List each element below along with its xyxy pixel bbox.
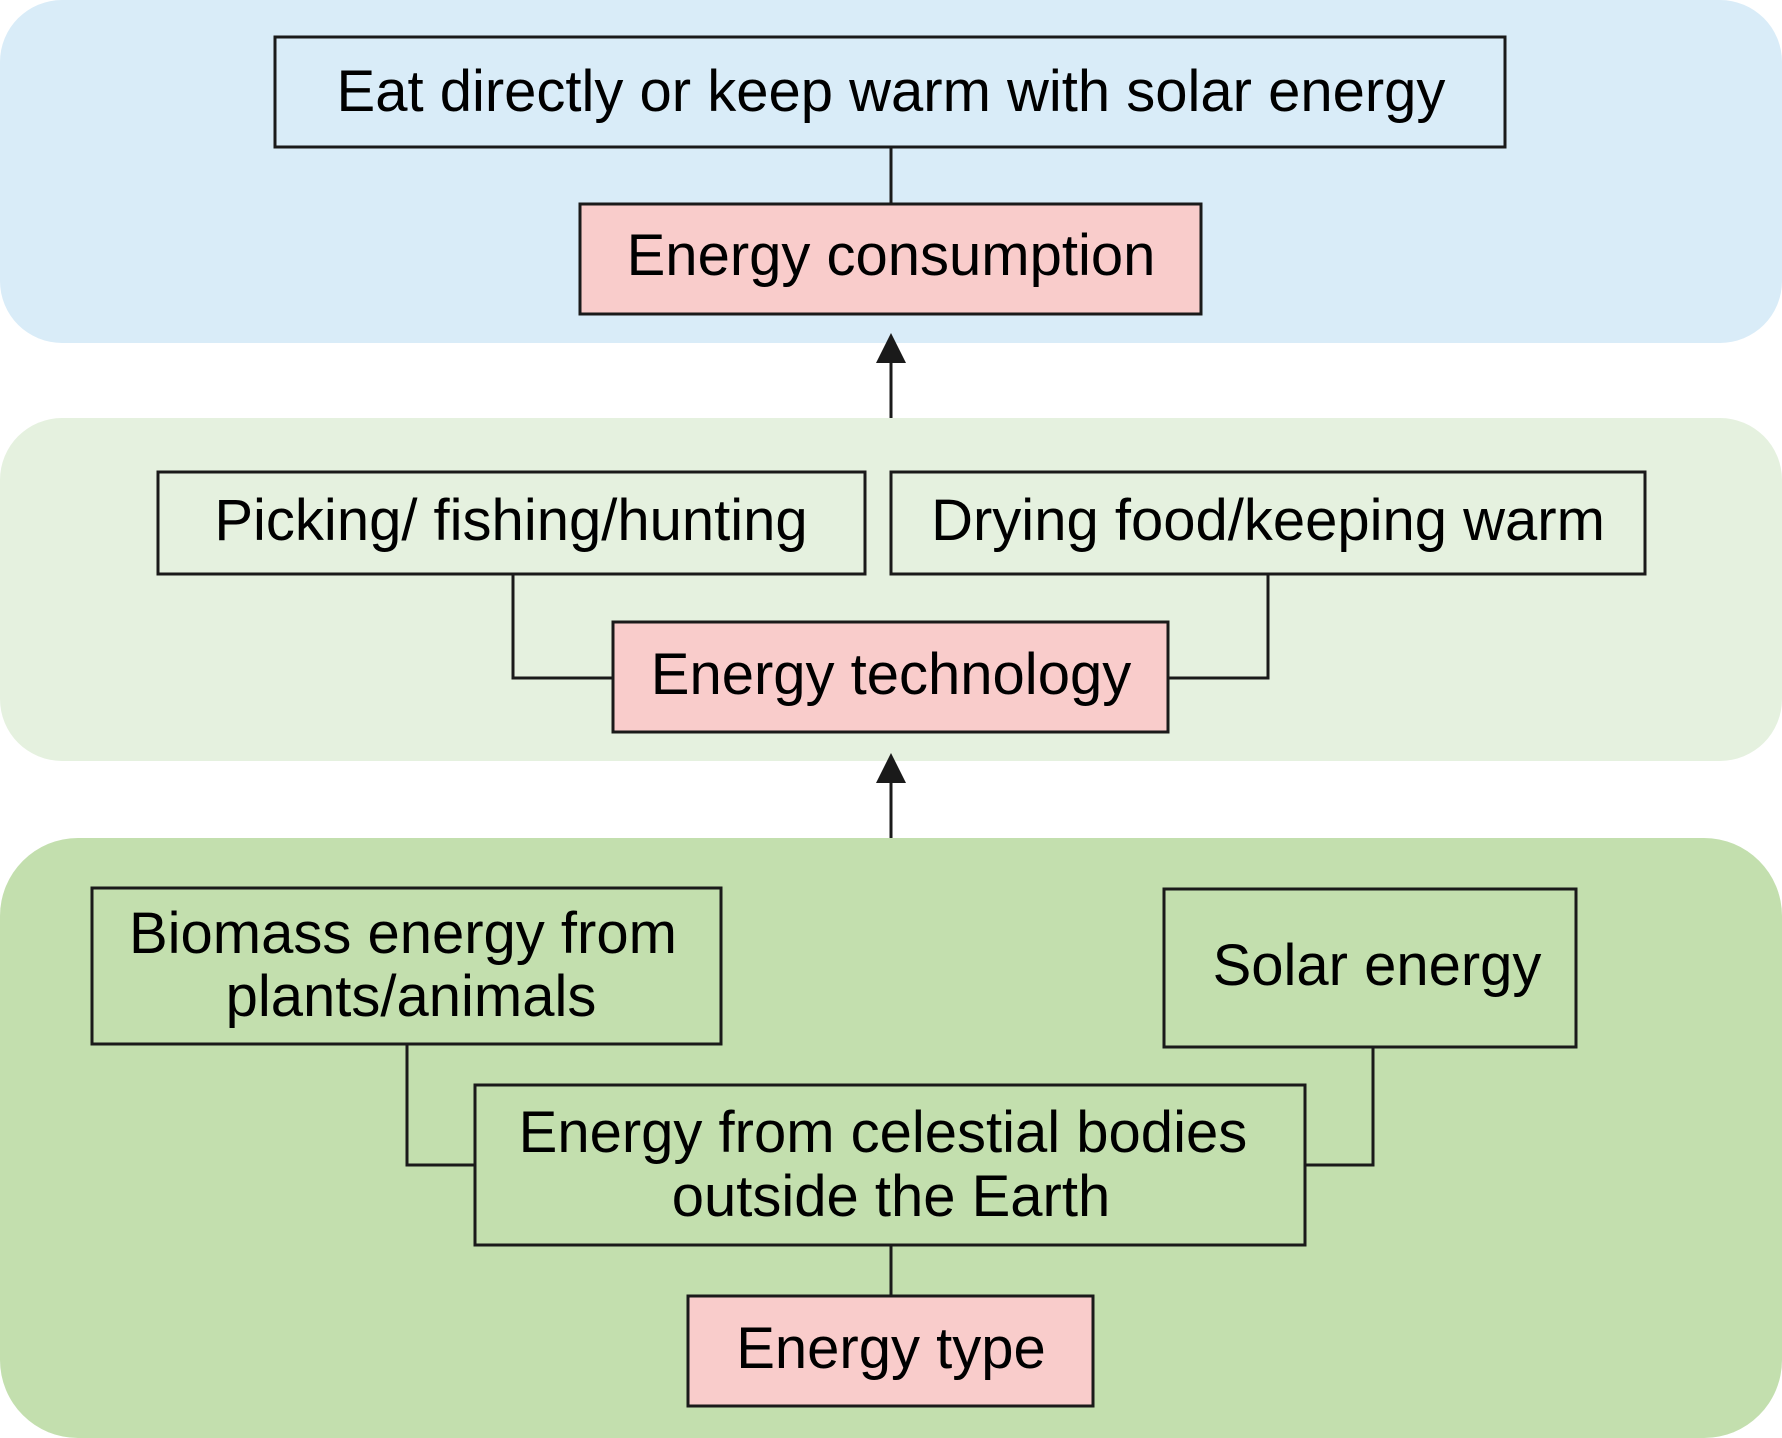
biomass-energy-line-2: plants/animals (226, 964, 597, 1029)
biomass-energy-box (90, 886, 723, 1046)
celestial-energy-line-1: Energy from celestial bodies (519, 1100, 1248, 1165)
connector-solar (1305, 1047, 1375, 1167)
celestial-energy-line-2: outside the Earth (672, 1164, 1111, 1229)
consumption-item-box (273, 35, 1507, 149)
energy-technology-box (611, 620, 1170, 734)
energy-type-label: Energy type (736, 1316, 1046, 1381)
energy-type-box (686, 1294, 1095, 1408)
connector-drying (1168, 574, 1270, 680)
biomass-energy-line-1: Biomass energy from (129, 901, 677, 966)
energy-technology-label: Energy technology (651, 642, 1131, 707)
solar-energy-box (1162, 887, 1578, 1049)
consumption-item-label: Eat directly or keep warm with solar ene… (337, 59, 1446, 124)
picking-fishing-hunting-label: Picking/ fishing/hunting (214, 488, 807, 553)
biomass-energy-label: Biomass energy from plants/animals (129, 901, 693, 1029)
connector-biomass (405, 1044, 475, 1167)
drying-food-keeping-warm-label: Drying food/keeping warm (931, 488, 1605, 553)
solar-energy-label: Solar energy (1213, 933, 1542, 998)
drying-food-keeping-warm-box (889, 470, 1647, 576)
celestial-energy-label: Energy from celestial bodies outside the… (519, 1100, 1264, 1229)
energy-consumption-box (578, 202, 1203, 316)
celestial-energy-box (473, 1083, 1307, 1247)
connector-picking (511, 574, 613, 680)
energy-consumption-label: Energy consumption (627, 223, 1156, 288)
picking-fishing-hunting-box (156, 470, 867, 576)
